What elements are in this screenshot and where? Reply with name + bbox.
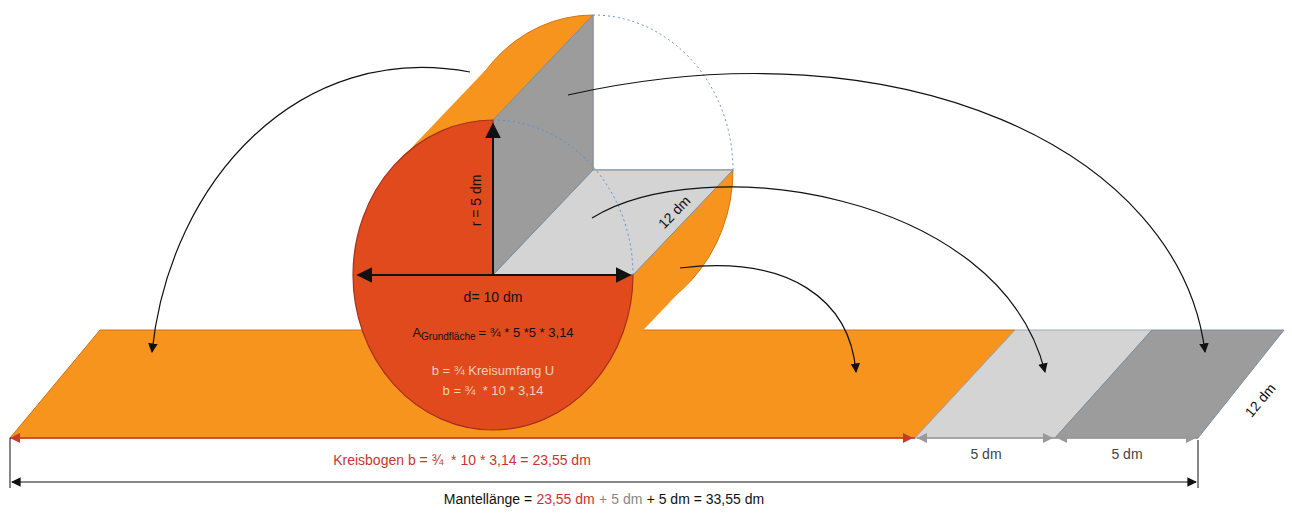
total-length-formula-part: + (599, 491, 607, 507)
dimension-arrowhead (903, 433, 913, 443)
total-length-formula-part: Mantellänge = (444, 491, 532, 507)
arc-dimension-label-part: Kreisbogen b = ¾ * 10 * 3,14 = 23,55 dm (333, 452, 591, 468)
base-face (353, 120, 633, 430)
total-length-formula-part: 23,55 dm (536, 491, 594, 507)
total-length-formula: Mantellänge =23,55 dm +5 dm + 5 dm = 33,55… (444, 491, 764, 508)
overall-dimension-line (12, 481, 1196, 482)
arc-formula-part: b = ¾ * 10 * 3,14 (443, 383, 544, 398)
diameter-label-part: d= 10 dm (464, 289, 523, 305)
dimension-arrowhead (917, 433, 927, 443)
radius-label: r = 5 dm (469, 174, 486, 226)
area-formula-part: A (412, 325, 421, 340)
face-dimension-label: 5 dm (1111, 446, 1142, 463)
mapping-arrow (152, 67, 470, 352)
mapping-arrow (680, 266, 856, 372)
arc-dimension-line (10, 437, 915, 439)
total-length-formula-part: 5 dm (611, 491, 642, 507)
area-formula-part: = ¾ * 5 *5 * 3,14 (479, 325, 574, 340)
arc-formula: b = ¾ * 10 * 3,14 (443, 383, 544, 399)
length-label: 12 dm (1241, 380, 1279, 421)
diameter-arrow (358, 274, 630, 276)
dimension-arrowhead (1186, 433, 1196, 443)
mapping-arrow (592, 187, 1045, 372)
horizontal-cut-face (493, 170, 733, 275)
arc-formula: b = ¾ Kreisumfang U (432, 363, 554, 379)
extension-line (10, 438, 11, 488)
extension-line (1198, 440, 1199, 488)
arc-dimension-label: Kreisbogen b = ¾ * 10 * 3,14 = 23,55 dm (333, 452, 591, 469)
face-dimension-label: 5 dm (970, 446, 1001, 463)
dimension-arrowhead (1057, 433, 1067, 443)
length-label: 12 dm (654, 192, 693, 232)
length-label-part: 12 dm (1241, 380, 1278, 420)
hidden-arc (593, 15, 733, 170)
diameter-label: d= 10 dm (464, 289, 523, 306)
arc-formula-part: b = ¾ Kreisumfang U (432, 363, 554, 378)
total-length-formula-part: + 5 dm = 33,55 dm (647, 491, 765, 507)
net-dark-face (1055, 330, 1284, 438)
face-dimension-label-part: 5 dm (970, 446, 1001, 462)
length-label-part: 12 dm (654, 192, 693, 231)
mapping-arrow (568, 74, 1205, 352)
hidden-arc (493, 120, 633, 275)
radius-arrow (492, 124, 494, 275)
dimension-arrowhead (1043, 433, 1053, 443)
face-dimension-label-part: 5 dm (1111, 446, 1142, 462)
area-formula: AGrundfläche = ¾ * 5 *5 * 3,14 (412, 325, 573, 343)
dimension-arrowhead (10, 433, 20, 443)
area-formula-part: Grundfläche (421, 331, 475, 342)
radius-label-part: r = 5 dm (469, 174, 485, 226)
